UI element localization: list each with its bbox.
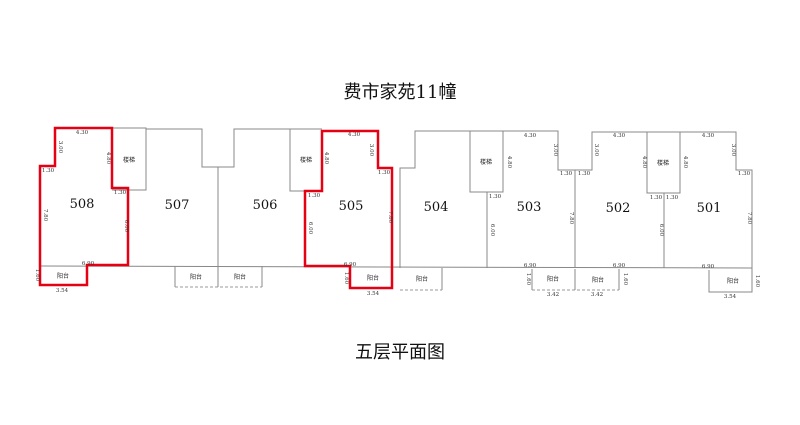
svg-text:6.00: 6.00: [489, 224, 495, 237]
svg-text:4.80: 4.80: [506, 156, 512, 169]
svg-text:阳台: 阳台: [727, 277, 739, 285]
svg-text:4.80: 4.80: [641, 156, 647, 169]
svg-text:6.90: 6.90: [613, 263, 626, 269]
unit-labels: 508 507 506 505 504 503 502 501: [70, 197, 722, 216]
svg-text:1.60: 1.60: [754, 275, 760, 288]
unit-502[interactable]: 502: [606, 201, 631, 216]
unit-506[interactable]: 506: [253, 198, 278, 213]
svg-text:6.90: 6.90: [702, 264, 715, 270]
svg-text:阳台: 阳台: [234, 273, 246, 281]
svg-text:3.42: 3.42: [547, 292, 559, 298]
svg-text:1.30: 1.30: [650, 195, 663, 201]
svg-text:1.30: 1.30: [666, 195, 679, 201]
svg-text:7.80: 7.80: [746, 212, 752, 225]
svg-text:3.42: 3.42: [591, 292, 603, 298]
svg-text:1.60: 1.60: [525, 273, 531, 286]
floor-subtitle: 五层平面图: [355, 342, 445, 363]
svg-text:1.30: 1.30: [42, 168, 55, 174]
svg-text:阳台: 阳台: [592, 276, 604, 284]
svg-text:3.00: 3.00: [368, 144, 374, 157]
unit-505-highlight: [303, 129, 394, 290]
svg-text:3.00: 3.00: [552, 144, 558, 157]
svg-text:4.30: 4.30: [76, 130, 89, 136]
dimension-labels: 4.30 4.30 4.30 4.30 4.30 1.30 1.30 1.30 …: [34, 130, 760, 300]
svg-text:3.54: 3.54: [724, 294, 737, 300]
svg-text:1.30: 1.30: [560, 171, 573, 177]
balconies: [174, 266, 753, 293]
svg-text:3.54: 3.54: [367, 291, 380, 297]
unit-501[interactable]: 501: [697, 201, 722, 216]
svg-text:楼梯: 楼梯: [657, 159, 669, 167]
svg-text:楼梯: 楼梯: [123, 156, 135, 164]
svg-text:1.30: 1.30: [578, 171, 591, 177]
svg-text:阳台: 阳台: [57, 272, 69, 280]
svg-text:3.00: 3.00: [57, 141, 63, 154]
plan-title: 费市家苑11幢: [344, 82, 457, 103]
svg-text:1.30: 1.30: [489, 194, 502, 200]
walls: [39, 127, 753, 270]
svg-text:1.30: 1.30: [114, 190, 127, 196]
svg-text:4.80: 4.80: [105, 152, 111, 165]
svg-text:1.30: 1.30: [738, 171, 751, 177]
svg-text:楼梯: 楼梯: [480, 158, 492, 166]
svg-text:3.54: 3.54: [56, 288, 69, 294]
svg-text:阳台: 阳台: [547, 275, 559, 283]
svg-text:6.00: 6.00: [658, 224, 664, 237]
svg-text:阳台: 阳台: [367, 274, 379, 282]
svg-text:3.00: 3.00: [730, 144, 736, 157]
svg-text:1.60: 1.60: [34, 269, 40, 282]
svg-text:1.60: 1.60: [622, 273, 628, 286]
svg-text:4.30: 4.30: [613, 133, 626, 139]
svg-text:6.90: 6.90: [344, 262, 357, 268]
svg-text:1.30: 1.30: [378, 170, 391, 176]
svg-text:4.80: 4.80: [682, 156, 688, 169]
balcony-labels: 阳台 阳台 阳台 阳台 阳台 阳台 阳台 阳台: [57, 272, 739, 285]
unit-504[interactable]: 504: [424, 200, 449, 215]
svg-text:阳台: 阳台: [190, 273, 202, 281]
svg-text:4.30: 4.30: [348, 132, 361, 138]
svg-text:4.30: 4.30: [524, 133, 537, 139]
stair-labels: 楼梯 楼梯 楼梯 楼梯: [123, 156, 669, 167]
svg-text:6.90: 6.90: [524, 263, 537, 269]
unit-505[interactable]: 505: [339, 199, 364, 214]
svg-text:7.80: 7.80: [42, 209, 48, 222]
svg-text:7.80: 7.80: [568, 212, 574, 225]
svg-text:7.80: 7.80: [387, 211, 393, 224]
svg-text:1.60: 1.60: [343, 272, 349, 285]
unit-503[interactable]: 503: [517, 200, 542, 215]
unit-508[interactable]: 508: [70, 197, 95, 212]
unit-508-highlight: [38, 126, 130, 287]
svg-text:4.30: 4.30: [702, 133, 715, 139]
svg-text:3.00: 3.00: [593, 144, 599, 157]
svg-text:阳台: 阳台: [416, 275, 428, 283]
svg-text:楼梯: 楼梯: [300, 156, 312, 164]
svg-text:1.30: 1.30: [308, 193, 321, 199]
svg-text:4.80: 4.80: [323, 152, 329, 165]
svg-text:6.00: 6.00: [307, 222, 313, 235]
unit-507[interactable]: 507: [165, 198, 190, 213]
svg-text:6.90: 6.90: [82, 261, 95, 267]
svg-text:6.00: 6.00: [123, 220, 129, 233]
